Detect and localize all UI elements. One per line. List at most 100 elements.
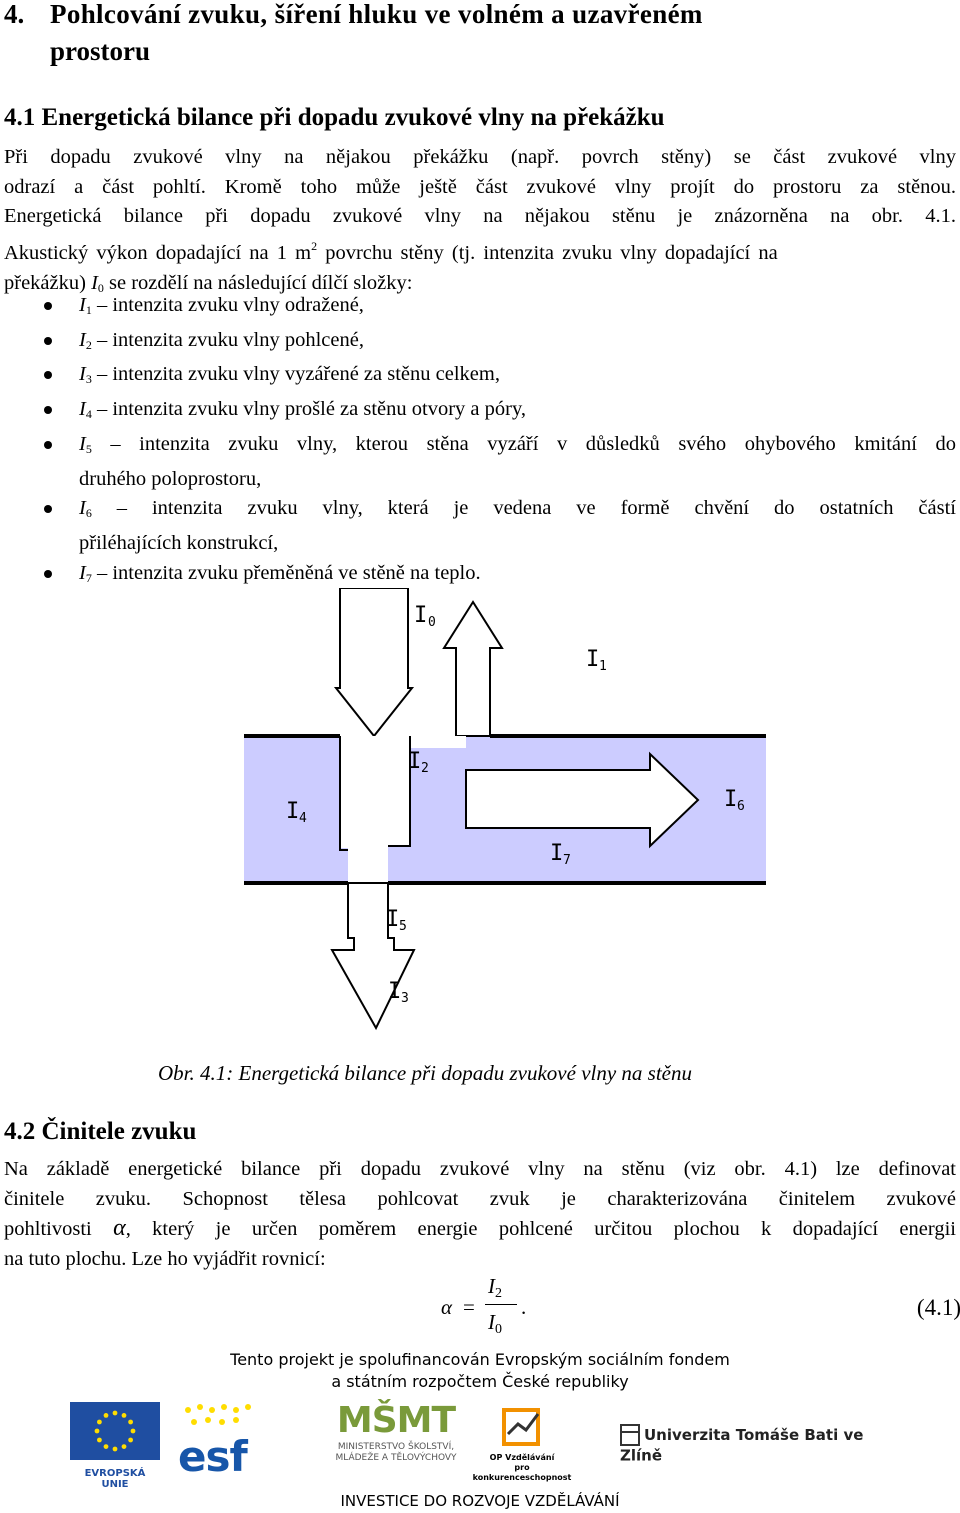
funding-note-line1: Tento projekt je spolufinancován Evropsk… (230, 1350, 730, 1369)
equation-number: (4.1) (916, 1295, 960, 1320)
subsection-heading-4-1: 4.1 Energetická bilance při dopadu zvuko… (4, 104, 665, 131)
reflected-wave-arrow (442, 600, 504, 737)
label-I2: I (408, 749, 421, 774)
subscript: 3 (85, 372, 92, 387)
label-I3: I (388, 979, 401, 1004)
list-item: I1 – intenzita zvuku vlny odražené, (4, 291, 956, 326)
label-I0: I (414, 603, 427, 628)
formula-numerator: I2 (488, 1274, 502, 1302)
intensity-symbol: I (79, 328, 86, 351)
definition-text: pohltivosti (4, 1218, 114, 1241)
list-item-text: – intenzita zvuku vlny vyzářené za stěnu… (91, 363, 500, 386)
formula-num-sub: 2 (495, 1286, 502, 1301)
label-I7-sub: 7 (563, 853, 571, 868)
formula-den-symbol: I (488, 1310, 495, 1334)
subscript: 7 (85, 570, 92, 585)
formula-lhs: α (441, 1295, 453, 1319)
definition-line: pohltivosti α, který je určen poměrem en… (4, 1214, 956, 1245)
label-I3-sub: 3 (401, 991, 409, 1006)
definition-line: činitele zvuku. Schopnost tělesa pohlcov… (4, 1187, 956, 1210)
intensity-symbol: I (79, 398, 86, 421)
intro-text: se rozdělí na následující dílčí složky: (103, 271, 413, 294)
incident-wave-arrow (333, 587, 415, 738)
subscript: 1 (85, 303, 92, 317)
superscript: 2 (311, 239, 318, 254)
list-item-text: – intenzita zvuku vlny pohlcené, (91, 328, 364, 351)
msmt-label-line1: MINISTERSTVO ŠKOLSTVÍ, (337, 1442, 455, 1452)
intro-line: odrazí a část pohltí. Kromě toho může je… (4, 175, 956, 198)
esf-logo-text: esf (178, 1432, 248, 1481)
list-item: I3 – intenzita zvuku vlny vyzářené za st… (4, 360, 956, 395)
intro-text: povrchu stěny (tj. intenzita zvuku vlny … (317, 242, 778, 265)
label-I0-sub: 0 (428, 615, 436, 630)
subscript: 6 (85, 506, 92, 521)
list-item-continuation: druhého poloprostoru, (79, 467, 262, 490)
intensity-symbol: I (79, 497, 86, 520)
list-item: I4 – intenzita zvuku vlny prošlé za stěn… (4, 395, 956, 430)
list-item: I7 – intenzita zvuku přeměněná ve stěně … (4, 559, 956, 594)
utb-emblem-icon (620, 1424, 640, 1446)
utb-logo: Univerzita Tomáše Bati ve Zlíně (620, 1424, 870, 1464)
op-label-line2: pro konkurenceschopnost (472, 1463, 572, 1482)
definition-paragraph: Na základě energetické bilance při dopad… (4, 1155, 956, 1275)
section-heading: 4. Pohlcování zvuku, šíření hluku ve voln… (4, 0, 956, 70)
channel-outline (339, 736, 348, 851)
section-title-line1: Pohlcování zvuku, šíření hluku ve volném… (50, 0, 703, 29)
label-I4: I (286, 799, 299, 824)
subscript: 0 (97, 280, 104, 295)
msmt-label-line2: MLÁDEŽE A TĚLOVÝCHOVY (335, 1453, 457, 1463)
definition-line: Na základě energetické bilance při dopad… (4, 1158, 956, 1180)
intro-line: Při dopadu zvukové vlny na nějakou překá… (4, 146, 956, 168)
op-logo-icon (502, 1408, 540, 1446)
utb-logo-label: Univerzita Tomáše Bati ve Zlíně (620, 1426, 864, 1465)
esf-logo: esf (178, 1400, 262, 1481)
intensity-symbol: I (79, 561, 86, 584)
esf-stars-icon (185, 1404, 251, 1425)
label-I5-sub: 5 (399, 919, 407, 934)
eu-flag-icon (70, 1402, 160, 1460)
alpha-symbol: α (113, 1215, 126, 1242)
list-item: I6 – intenzita zvuku vlny, která je vede… (4, 494, 956, 558)
list-item: I2 – intenzita zvuku vlny pohlcené, (4, 326, 956, 361)
label-I4-sub: 4 (299, 811, 307, 826)
eu-logo-label: EVROPSKÁ UNIE (84, 1468, 146, 1490)
intensity-symbol: I (79, 294, 86, 316)
channel-outline (388, 736, 411, 847)
list-item-text: – intenzita zvuku přeměněná ve stěně na … (91, 561, 481, 584)
figure-caption: Obr. 4.1: Energetická bilance při dopadu… (158, 1061, 693, 1085)
label-I1-sub: 1 (599, 659, 607, 674)
components-list: I1 – intenzita zvuku vlny odražené, I2 –… (4, 291, 956, 593)
intensity-symbol: I (79, 432, 86, 455)
intensity-symbol: I (79, 363, 86, 386)
formula-dot: . (521, 1295, 527, 1319)
list-item-text: – intenzita zvuku vlny prošlé za stěnu o… (91, 398, 527, 421)
formula-denominator: I0 (488, 1310, 502, 1338)
intro-line: překážku) I0 se rozdělí na následující d… (4, 269, 956, 304)
list-item-continuation: přiléhajících konstrukcí, (79, 531, 279, 554)
label-I1: I (586, 647, 599, 672)
definition-text: , který je určen poměrem energie pohlcen… (125, 1218, 956, 1241)
op-logo: OP Vzdělávání pro konkurenceschopnost (472, 1404, 572, 1482)
intro-paragraph: Při dopadu zvukové vlny na nějakou překá… (4, 143, 956, 304)
op-label-line1: OP Vzdělávání (489, 1453, 555, 1462)
channel (340, 736, 466, 883)
formula-den-sub: 0 (495, 1322, 502, 1337)
list-item-text: – intenzita zvuku vlny, kterou stěna vyz… (91, 432, 956, 455)
radiated-wave-arrow (330, 882, 416, 1031)
list-item: I5 – intenzita zvuku vlny, kterou stěna … (4, 430, 956, 494)
formula-equals: = (463, 1295, 475, 1319)
intro-text: Akustický výkon dopadající na 1 m (4, 242, 312, 265)
section-title-line2: prostoru (50, 36, 151, 66)
label-I2-sub: 2 (421, 761, 429, 776)
msmt-logo-mark: MŠMT (336, 1400, 456, 1441)
label-I5: I (386, 907, 399, 932)
subsection-heading-4-2: 4.2 Činitele zvuku (4, 1118, 197, 1145)
section-number: 4. (4, 0, 25, 29)
intro-line: Energetická bilance při dopadu zvukové v… (4, 205, 956, 228)
vibration-wave-arrow (465, 751, 700, 849)
label-I6-sub: 6 (737, 799, 745, 814)
funding-note-line2: a státním rozpočtem České republiky (331, 1372, 629, 1391)
intro-text: překážku) (4, 271, 92, 294)
eu-logo: EVROPSKÁ UNIE (70, 1402, 160, 1490)
